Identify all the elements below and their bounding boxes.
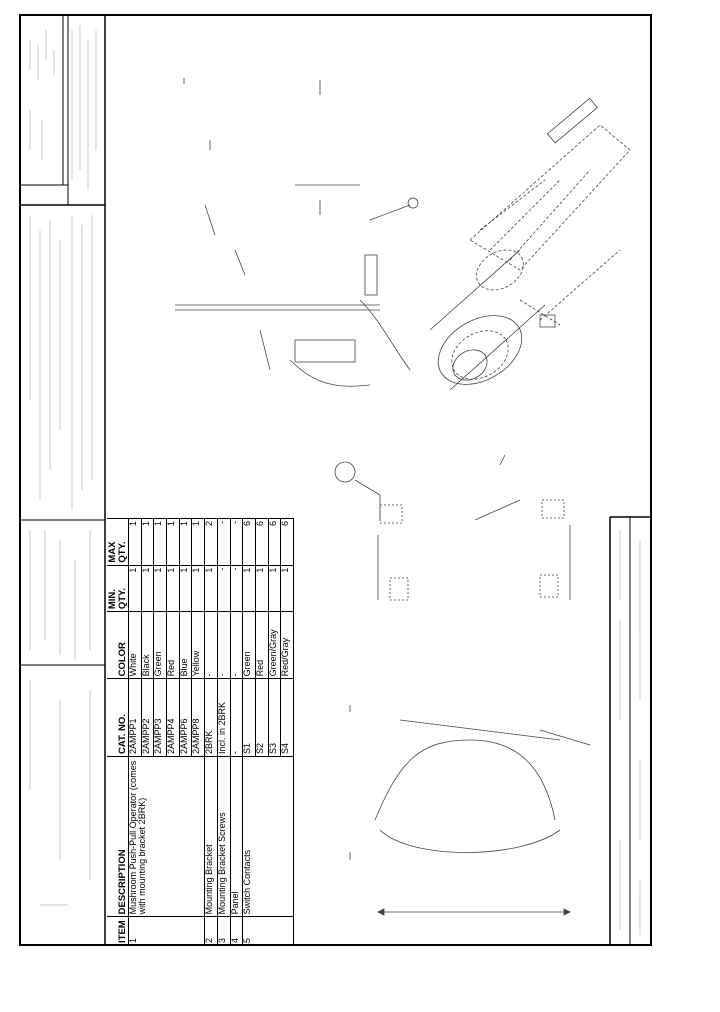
cat-no: 2AMPP4 bbox=[166, 678, 180, 757]
max-qty: 1 bbox=[166, 518, 180, 566]
item-description: Panel bbox=[230, 756, 243, 917]
min-qty: 1 bbox=[255, 565, 269, 612]
table-row: 5 Switch Contacts S1 Green 1 6 bbox=[242, 518, 294, 945]
right-title-block bbox=[609, 516, 651, 945]
min-qty: 1 bbox=[204, 565, 218, 612]
max-qty: 1 bbox=[141, 518, 154, 566]
max-qty: 1 bbox=[191, 518, 205, 566]
table-row: 1 Mushroom Push-Pull Operator (comes wit… bbox=[128, 518, 205, 945]
color: White bbox=[128, 611, 142, 679]
color: Green/Gray bbox=[268, 611, 281, 679]
item-number: 4 bbox=[230, 916, 243, 945]
item-number: 3 bbox=[217, 916, 230, 945]
color: Blue bbox=[179, 611, 192, 679]
cat-no: S2 bbox=[255, 678, 269, 757]
cat-no: 2AMPP6 bbox=[179, 678, 192, 757]
header-cat-no: CAT. NO. bbox=[107, 678, 129, 757]
outer-border bbox=[19, 14, 652, 946]
item-description: Mushroom Push-Pull Operator (comes with … bbox=[128, 756, 205, 917]
header-max-qty: MAX QTY. bbox=[107, 518, 129, 566]
item-number: 2 bbox=[204, 916, 218, 945]
cat-no: Incl. in 2BRK bbox=[217, 678, 230, 757]
header-item: ITEM bbox=[107, 916, 129, 945]
table-row: 4 Panel - - - - bbox=[230, 518, 243, 945]
min-qty: 1 bbox=[268, 565, 281, 612]
min-qty: 1 bbox=[166, 565, 180, 612]
min-qty: 1 bbox=[128, 565, 142, 612]
cat-no: 2AMPP1 bbox=[128, 678, 142, 757]
cat-no: S1 bbox=[242, 678, 256, 757]
item-description: Mounting Bracket Screws bbox=[217, 756, 230, 917]
cat-no: 2AMPP8 bbox=[191, 678, 205, 757]
min-qty: - bbox=[230, 565, 243, 612]
min-qty: 1 bbox=[191, 565, 205, 612]
max-qty: 6 bbox=[280, 518, 294, 566]
max-qty: 6 bbox=[268, 518, 281, 566]
max-qty: 2 bbox=[204, 518, 218, 566]
color: Yellow bbox=[191, 611, 205, 679]
header-color: COLOR bbox=[107, 611, 129, 679]
item-description: Switch Contacts bbox=[242, 756, 294, 917]
parts-list-table: ITEM DESCRIPTION CAT. NO. COLOR MIN. QTY… bbox=[107, 518, 294, 945]
cat-no: - bbox=[230, 678, 243, 757]
min-qty: 1 bbox=[242, 565, 256, 612]
max-qty: 1 bbox=[153, 518, 167, 566]
color: - bbox=[230, 611, 243, 679]
min-qty: 1 bbox=[280, 565, 294, 612]
min-qty: 1 bbox=[153, 565, 167, 612]
color: - bbox=[217, 611, 230, 679]
max-qty: - bbox=[230, 518, 243, 566]
color: Red/Gray bbox=[280, 611, 294, 679]
min-qty: - bbox=[217, 565, 230, 612]
color: Red bbox=[255, 611, 269, 679]
max-qty: - bbox=[217, 518, 230, 566]
table-row: 3 Mounting Bracket Screws Incl. in 2BRK … bbox=[217, 518, 230, 945]
item-description: Mounting Bracket bbox=[204, 756, 218, 917]
cat-no: 2AMPP2 bbox=[141, 678, 154, 757]
max-qty: 1 bbox=[128, 518, 142, 566]
side-view-assembly bbox=[334, 454, 591, 916]
cat-no: S3 bbox=[268, 678, 281, 757]
table-row: 2 Mounting Bracket 2BRK - 1 2 bbox=[204, 518, 218, 945]
color: Green bbox=[153, 611, 167, 679]
left-title-block bbox=[20, 15, 106, 945]
max-qty: 6 bbox=[242, 518, 256, 566]
cat-no: S4 bbox=[280, 678, 294, 757]
item-number: 1 bbox=[128, 916, 205, 945]
color: Black bbox=[141, 611, 154, 679]
header-description: DESCRIPTION bbox=[107, 756, 129, 917]
cat-no: 2AMPP3 bbox=[153, 678, 167, 757]
max-qty: 1 bbox=[179, 518, 192, 566]
color: Red bbox=[166, 611, 180, 679]
min-qty: 1 bbox=[179, 565, 192, 612]
exploded-assembly bbox=[175, 78, 631, 391]
max-qty: 6 bbox=[255, 518, 269, 566]
item-number: 5 bbox=[242, 916, 294, 945]
min-qty: 1 bbox=[141, 565, 154, 612]
color: Green bbox=[242, 611, 256, 679]
color: - bbox=[204, 611, 218, 679]
cat-no: 2BRK bbox=[204, 678, 218, 757]
header-min-qty: MIN. QTY. bbox=[107, 565, 129, 612]
